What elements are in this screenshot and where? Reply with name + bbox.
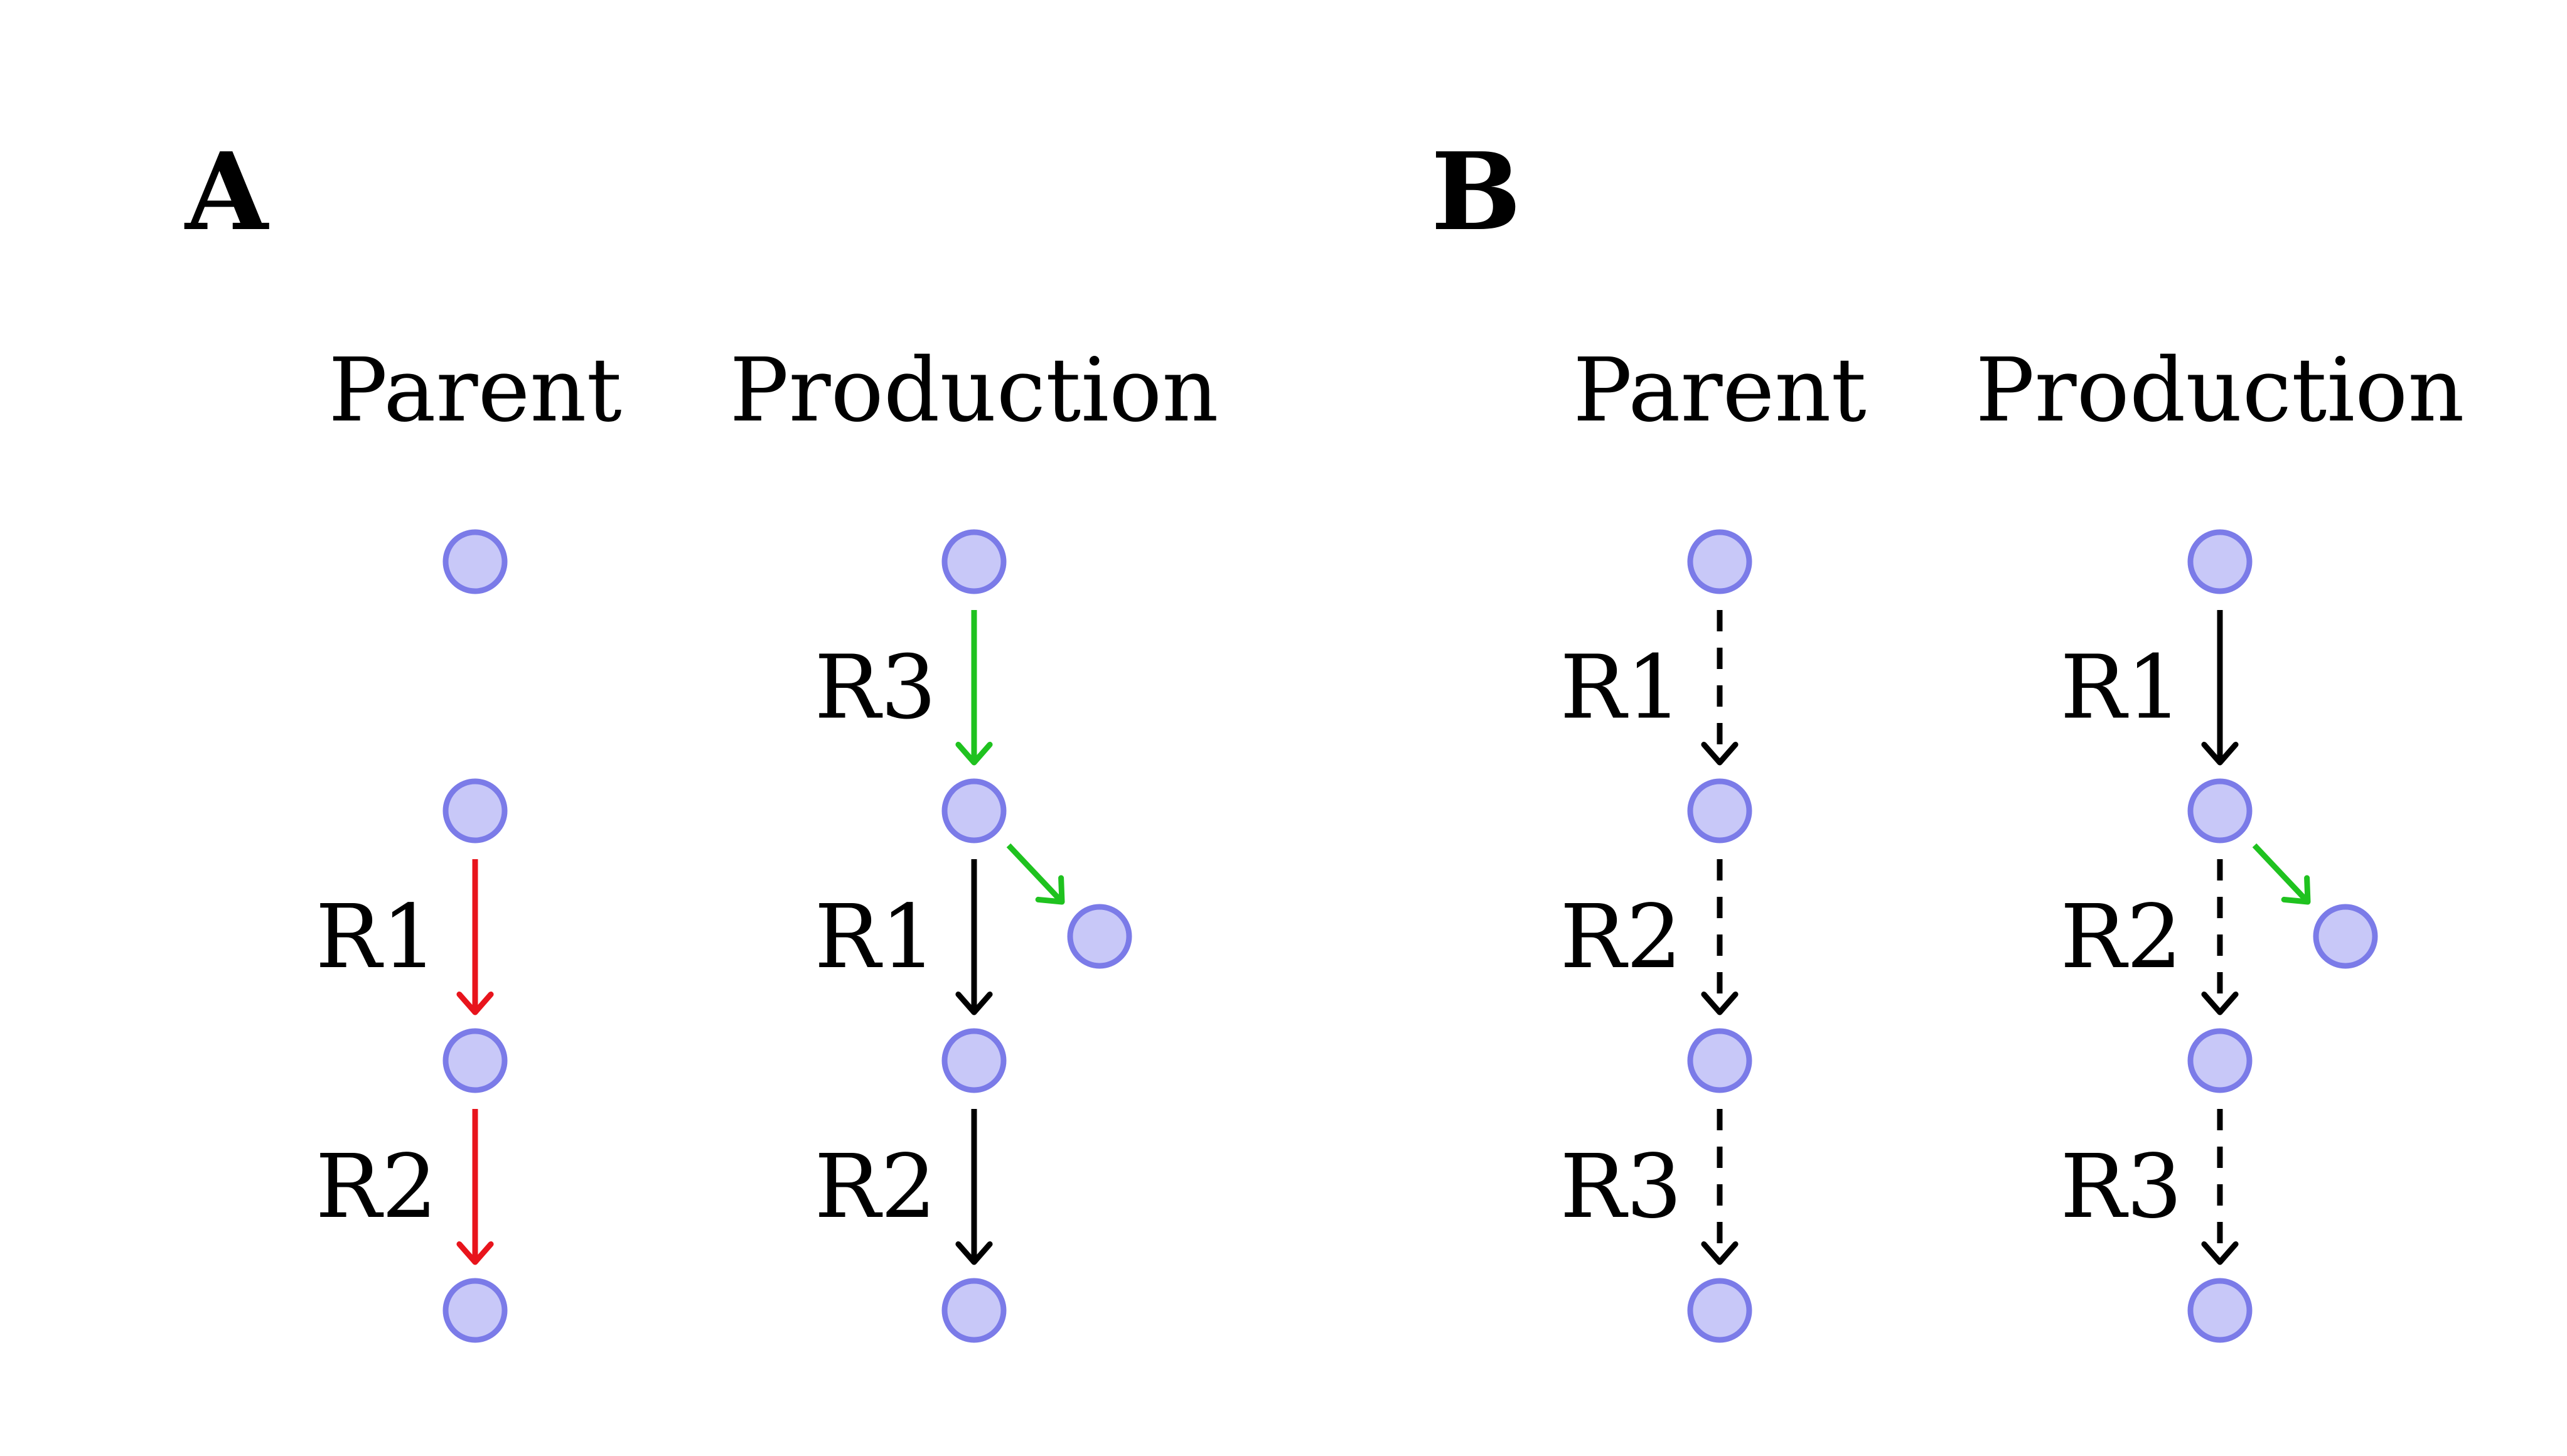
column-title-a-production: Production [729, 340, 1218, 442]
edge-b-parent-r3 [1701, 1109, 1739, 1265]
edge-a-parent-r1 [456, 859, 494, 1015]
edge-b-parent-r1 [1701, 610, 1739, 766]
node-a-parent-2 [442, 778, 508, 843]
branch-arrow-b-production-line [2252, 843, 2310, 904]
branch-node-b-production [2313, 904, 2378, 969]
edge-a-production-r3-head [955, 741, 993, 766]
edge-a-production-r3 [955, 610, 993, 766]
panel-label-b: B [1431, 129, 1521, 255]
column-title-b-production: Production [1975, 340, 2464, 442]
edge-label-a-production-r2: R2 [815, 1136, 936, 1238]
edge-label-b-parent-r3: R3 [1560, 1136, 1682, 1238]
edge-b-production-r2-head [2201, 991, 2239, 1015]
edge-label-b-production-r1: R1 [2061, 637, 2182, 739]
edge-b-production-r1-head [2201, 741, 2239, 766]
node-a-parent-1 [442, 529, 508, 594]
node-b-production-3 [2187, 1028, 2253, 1093]
branch-node-a-production [1067, 904, 1132, 969]
node-a-production-3 [941, 1028, 1007, 1093]
node-b-production-4 [2187, 1278, 2253, 1343]
edge-label-b-parent-r1: R1 [1560, 637, 1682, 739]
edge-b-production-r2 [2201, 859, 2239, 1015]
node-a-production-1 [941, 529, 1007, 594]
edge-a-production-r1 [955, 859, 993, 1015]
node-b-parent-2 [1687, 778, 1752, 843]
edge-label-b-production-r2: R2 [2061, 886, 2182, 988]
edge-a-parent-r2 [456, 1109, 494, 1265]
edge-a-parent-r2-head [456, 1241, 494, 1265]
node-b-parent-1 [1687, 529, 1752, 594]
edge-b-parent-r2 [1701, 859, 1739, 1015]
edge-a-parent-r1-head [456, 991, 494, 1015]
branch-arrow-b-production [2252, 843, 2311, 905]
edge-b-parent-r2-head [1701, 991, 1739, 1015]
edge-label-a-parent-r1: R1 [316, 886, 437, 988]
edge-label-b-production-r3: R3 [2061, 1136, 2182, 1238]
branch-arrow-a-production [1006, 843, 1065, 905]
branch-arrow-a-production-head [1035, 875, 1065, 905]
edge-label-a-production-r3: R3 [815, 637, 936, 739]
node-a-parent-3 [442, 1028, 508, 1093]
node-b-production-2 [2187, 778, 2253, 843]
edge-a-production-r2-head [955, 1241, 993, 1265]
node-b-parent-4 [1687, 1278, 1752, 1343]
branch-arrow-a-production-line [1006, 843, 1064, 904]
panel-label-a: A [184, 129, 269, 255]
edge-b-parent-r3-head [1701, 1241, 1739, 1265]
node-a-production-2 [941, 778, 1007, 843]
edge-b-production-r3 [2201, 1109, 2239, 1265]
column-title-b-parent: Parent [1573, 340, 1867, 442]
edge-label-a-parent-r2: R2 [316, 1136, 437, 1238]
node-b-parent-3 [1687, 1028, 1752, 1093]
column-title-a-parent: Parent [328, 340, 622, 442]
edge-b-parent-r1-head [1701, 741, 1739, 766]
edge-a-production-r2 [955, 1109, 993, 1265]
branch-arrow-b-production-head [2281, 875, 2311, 905]
edge-b-production-r3-head [2201, 1241, 2239, 1265]
edge-label-b-parent-r2: R2 [1560, 886, 1682, 988]
node-a-parent-4 [442, 1278, 508, 1343]
node-b-production-1 [2187, 529, 2253, 594]
node-a-production-4 [941, 1278, 1007, 1343]
edge-a-production-r1-head [955, 991, 993, 1015]
edge-b-production-r1 [2201, 610, 2239, 766]
edge-label-a-production-r1: R1 [815, 886, 936, 988]
